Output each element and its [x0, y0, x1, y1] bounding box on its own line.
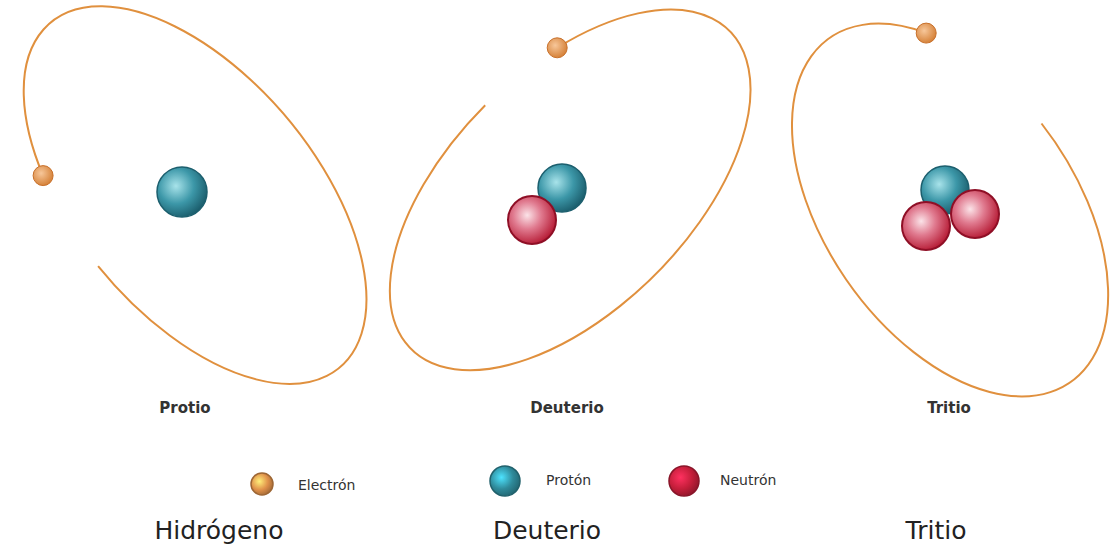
- electron-sphere: [33, 166, 53, 186]
- legend-swatch: [669, 466, 699, 496]
- electron-orbit: [390, 10, 751, 371]
- legend-swatch: [490, 466, 520, 496]
- proton-sphere: [157, 167, 207, 217]
- isotope-caption: Hidrógeno: [154, 516, 283, 545]
- isotope-label: Tritio: [927, 399, 971, 417]
- electron-sphere: [547, 38, 567, 58]
- isotope-label: Protio: [159, 399, 210, 417]
- electron-orbit: [24, 6, 367, 384]
- neutron-sphere: [902, 202, 950, 250]
- neutron-sphere: [508, 196, 556, 244]
- isotope-caption: Tritio: [906, 516, 967, 545]
- electron-orbit: [792, 24, 1108, 397]
- isotope-caption: Deuterio: [493, 516, 601, 545]
- neutron-sphere: [951, 190, 999, 238]
- legend-swatch: [251, 473, 273, 495]
- legend-text: Neutrón: [720, 472, 776, 488]
- legend-text: Electrón: [298, 477, 355, 493]
- legend-text: Protón: [546, 472, 591, 488]
- electron-sphere: [916, 23, 936, 43]
- isotope-label: Deuterio: [530, 399, 604, 417]
